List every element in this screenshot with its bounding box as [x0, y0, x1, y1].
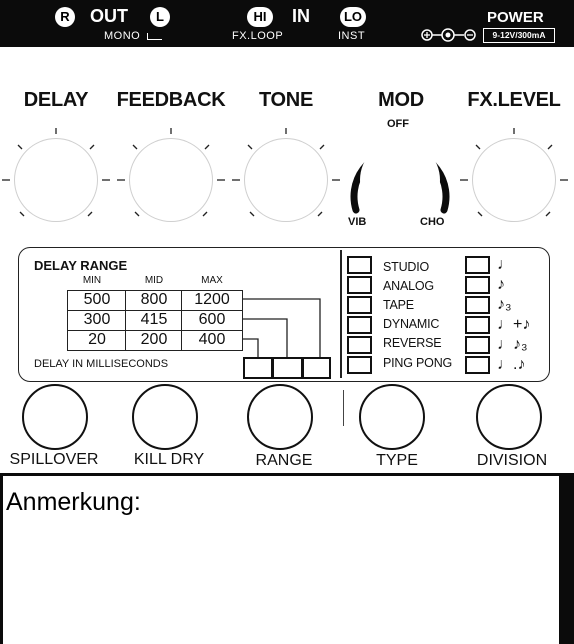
- delay-ms-footer: DELAY IN MILLISECONDS: [34, 358, 169, 370]
- eighth-note-icon: ♪: [497, 276, 505, 293]
- range-cell: 600: [181, 310, 243, 331]
- lo-input-jack[interactable]: LO: [340, 7, 366, 27]
- range-cell: 400: [181, 330, 243, 351]
- eighth-triplet-icon: ♪₃: [497, 296, 512, 313]
- type-led: [347, 316, 372, 334]
- delay-knob[interactable]: [15, 139, 97, 221]
- range-connector-lines: [242, 298, 321, 357]
- range-led-divider: [271, 357, 274, 379]
- quarter-note-icon: ♩: [497, 256, 513, 273]
- inst-label: INST: [338, 30, 366, 42]
- range-cell: 200: [125, 330, 183, 351]
- power-spec-badge: 9-12V/300mA: [483, 28, 555, 43]
- range-led-divider: [301, 357, 304, 379]
- hi-input-jack[interactable]: HI: [247, 7, 273, 27]
- fxlevel-knob-label: FX.LEVEL: [467, 89, 561, 111]
- type-label-analog: ANALOG: [383, 279, 434, 293]
- tone-knob[interactable]: [245, 139, 327, 221]
- r-output-jack[interactable]: R: [55, 7, 75, 27]
- delay-knob-label: DELAY: [23, 89, 89, 111]
- out-label: OUT: [90, 6, 128, 26]
- type-label-dynamic: DYNAMIC: [383, 317, 440, 331]
- type-label-pingpong: PING PONG: [383, 356, 453, 370]
- spillover-footswitch[interactable]: [22, 384, 88, 450]
- fxlevel-knob[interactable]: [473, 139, 555, 221]
- kill-dry-footswitch[interactable]: [132, 384, 198, 450]
- range-cell: 1200: [181, 290, 243, 311]
- type-label-tape: TAPE: [383, 298, 414, 312]
- panel-divider: [340, 250, 342, 378]
- dotted-eighth-icon: ♩.♪: [497, 356, 526, 373]
- type-led: [347, 356, 372, 374]
- range-cell: 415: [125, 310, 183, 331]
- range-cell: 300: [67, 310, 127, 331]
- range-cell: 800: [125, 290, 183, 311]
- division-led: [465, 316, 490, 334]
- type-led: [347, 276, 372, 294]
- mono-bracket: [147, 33, 162, 40]
- division-led: [465, 256, 490, 274]
- mono-label: MONO: [104, 30, 141, 42]
- top-jack-bar: R OUT L MONO HI IN LO FX.LOOP INST POWER…: [0, 0, 574, 47]
- division-led: [465, 276, 490, 294]
- mod-vib-label: VIB: [348, 216, 367, 228]
- type-label-reverse: REVERSE: [383, 336, 442, 350]
- range-cell: 500: [67, 290, 127, 311]
- note-area[interactable]: Anmerkung:: [3, 476, 559, 644]
- feedback-knob-label: FEEDBACK: [116, 89, 226, 111]
- col-header-max: MAX: [201, 275, 223, 286]
- polarity-icon: [421, 28, 476, 42]
- knob-scale-ticks: [2, 128, 568, 217]
- division-led: [465, 356, 490, 374]
- range-cell: 20: [67, 330, 127, 351]
- range-label: RANGE: [255, 452, 313, 469]
- mod-cho-label: CHO: [420, 216, 445, 228]
- type-footswitch[interactable]: [359, 384, 425, 450]
- quarter-plus-eighth-icon: ♩+♪: [497, 316, 531, 333]
- division-label: DIVISION: [476, 452, 548, 469]
- tone-knob-label: TONE: [259, 89, 313, 111]
- type-led: [347, 336, 372, 354]
- type-label: TYPE: [376, 452, 418, 469]
- fxloop-label: FX.LOOP: [232, 30, 284, 42]
- delay-range-title: DELAY RANGE: [34, 258, 128, 273]
- division-footswitch[interactable]: [476, 384, 542, 450]
- kill-dry-label: KILL DRY: [133, 451, 205, 468]
- spillover-label: SPILLOVER: [9, 451, 99, 468]
- col-header-min: MIN: [82, 275, 102, 286]
- mod-off-label: OFF: [387, 118, 409, 130]
- mod-knob-label: MOD: [378, 89, 424, 111]
- quarter-triplet-icon: ♩♪₃: [497, 336, 528, 353]
- note-title: Anmerkung:: [6, 488, 141, 516]
- feedback-knob[interactable]: [130, 139, 212, 221]
- type-led: [347, 296, 372, 314]
- division-led: [465, 296, 490, 314]
- mod-knob[interactable]: [360, 140, 440, 220]
- division-led: [465, 336, 490, 354]
- in-label: IN: [292, 6, 310, 26]
- type-label-studio: STUDIO: [383, 260, 430, 274]
- range-led-strip: [243, 357, 331, 379]
- note-box: Anmerkung:: [0, 473, 574, 644]
- col-header-mid: MID: [144, 275, 164, 286]
- type-led: [347, 256, 372, 274]
- range-footswitch[interactable]: [247, 384, 313, 450]
- l-output-jack[interactable]: L: [150, 7, 170, 27]
- footswitch-divider: [343, 390, 345, 426]
- power-label: POWER: [487, 9, 544, 26]
